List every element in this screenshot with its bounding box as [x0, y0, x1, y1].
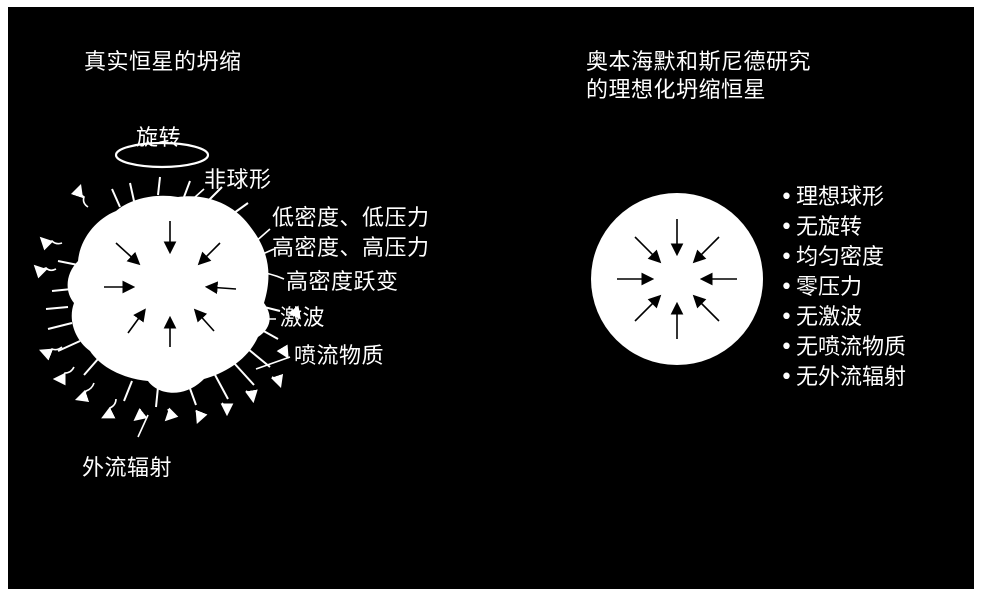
- rotation-ellipse: [114, 141, 210, 169]
- ideal-properties-list: 理想球形 无旋转 均匀密度 零压力 无激波 无喷流物质 无外流辐射: [780, 183, 906, 393]
- real-star-body: [67, 195, 270, 393]
- property-item: 无喷流物质: [780, 333, 906, 363]
- property-item: 无激波: [780, 303, 906, 333]
- label-density-jump: 高密度跃变: [286, 270, 399, 295]
- label-non-spherical: 非球形: [204, 168, 272, 193]
- real-star: [33, 141, 301, 438]
- figure-panel: 真实恒星的坍缩 旋转 非球形 低密度、低压力 高密度、高压力 高密度跃变 激波 …: [8, 7, 974, 589]
- property-item: 理想球形: [780, 183, 906, 213]
- ideal-inward-arrows: [617, 219, 737, 339]
- radiation-arrows: [33, 183, 301, 424]
- diagram-artwork: [33, 141, 763, 438]
- ideal-star-body: [591, 193, 763, 365]
- real-star-title: 真实恒星的坍缩: [84, 50, 242, 75]
- label-ejecta: 喷流物质: [294, 344, 385, 369]
- ideal-star-title-line1: 奥本海默和斯尼德研究: [586, 50, 812, 75]
- ideal-star-title: 奥本海默和斯尼德研究 的理想化坍缩恒星: [586, 49, 811, 105]
- property-item: 均匀密度: [780, 243, 906, 273]
- property-item: 无外流辐射: [780, 363, 906, 393]
- label-rotation: 旋转: [136, 126, 182, 151]
- label-low-density: 低密度、低压力: [272, 206, 430, 231]
- ideal-star-title-line2: 的理想化坍缩恒星: [586, 78, 767, 103]
- ejecta-spikes: [45, 176, 281, 408]
- label-high-density: 高密度、高压力: [272, 236, 430, 261]
- label-pointers: [137, 188, 291, 438]
- property-item: 零压力: [780, 273, 906, 303]
- property-item: 无旋转: [780, 213, 906, 243]
- label-shock: 激波: [280, 306, 326, 331]
- ideal-star: [591, 193, 763, 365]
- label-radiation: 外流辐射: [82, 456, 173, 481]
- inward-arrows: [104, 221, 237, 347]
